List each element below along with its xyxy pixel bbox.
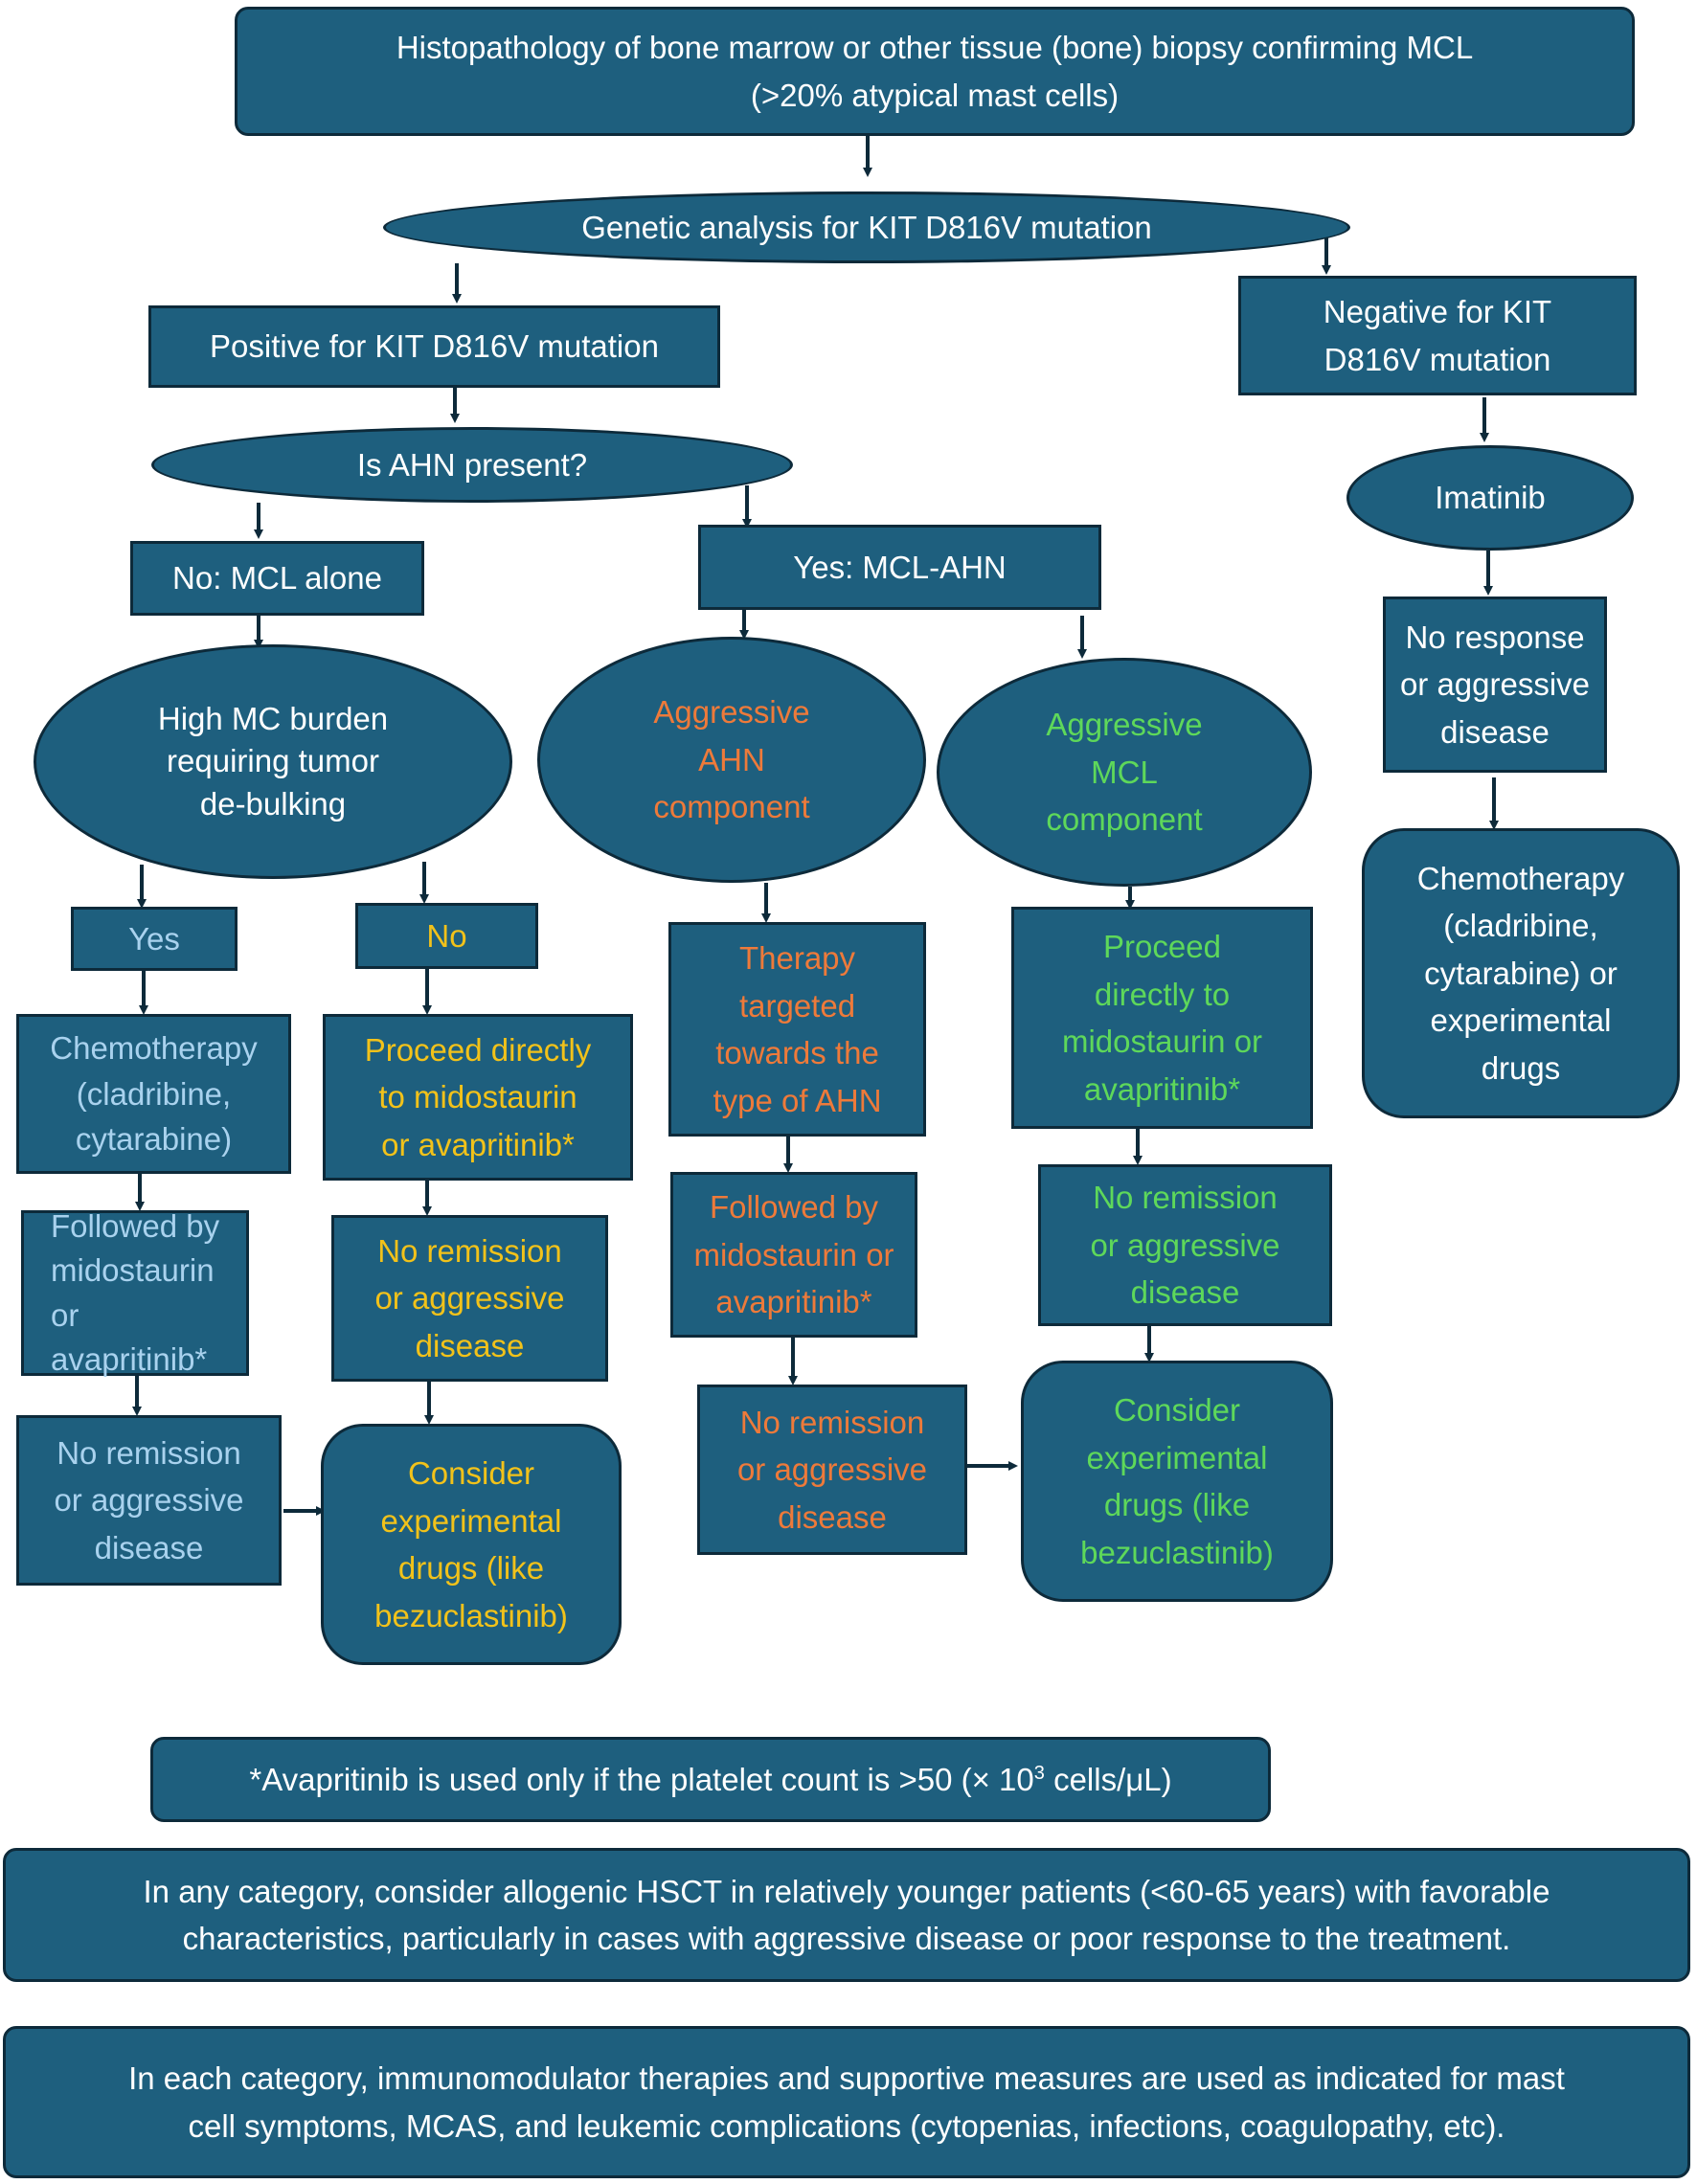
mcl-ahn-box: Yes: MCL-AHN: [698, 525, 1101, 610]
no-remission-orange-text: No remission or aggressive disease: [736, 1404, 928, 1535]
mcl-alone-text: No: MCL alone: [172, 560, 382, 597]
negative-mutation-text: Negative for KIT D816V mutation: [1323, 294, 1552, 377]
proceed-yellow-text: Proceed directly to midostaurin or avapr…: [364, 1031, 592, 1162]
no-remission-green-box: No remission or aggressive disease: [1038, 1164, 1332, 1326]
hsct-note-box: In any category, consider allogenic HSCT…: [3, 1848, 1690, 1982]
negative-chemo-text: Chemotherapy (cladribine, cytarabine) or…: [1416, 860, 1625, 1086]
positive-mutation-box: Positive for KIT D816V mutation: [148, 305, 720, 388]
ahn-question-ellipse: Is AHN present?: [151, 427, 793, 503]
therapy-targeted-box: Therapy targeted towards the type of AHN: [668, 922, 926, 1137]
aggressive-mcl-ellipse: Aggressive MCL component: [937, 658, 1312, 887]
mcl-alone-box: No: MCL alone: [130, 541, 424, 616]
immunomodulator-note-box: In each category, immunomodulator therap…: [3, 2026, 1690, 2178]
no-remission-green-text: No remission or aggressive disease: [1090, 1180, 1280, 1311]
consider-yellow-text: Consider experimental drugs (like bezucl…: [374, 1455, 568, 1633]
no-remission-blue-box: No remission or aggressive disease: [16, 1415, 282, 1586]
ahn-question-text: Is AHN present?: [356, 446, 588, 483]
therapy-targeted-text: Therapy targeted towards the type of AHN: [713, 940, 882, 1118]
negative-chemo-box: Chemotherapy (cladribine, cytarabine) or…: [1362, 828, 1680, 1118]
positive-mutation-text: Positive for KIT D816V mutation: [210, 328, 659, 365]
footnote-box: *Avapritinib is used only if the platele…: [150, 1737, 1271, 1822]
chemo-text: Chemotherapy (cladribine, cytarabine): [50, 1029, 258, 1158]
footnote-text: *Avapritinib is used only if the platele…: [249, 1761, 1172, 1797]
consider-green-box: Consider experimental drugs (like bezucl…: [1021, 1361, 1333, 1602]
mcl-ahn-text: Yes: MCL-AHN: [793, 549, 1007, 585]
aggressive-ahn-text: Aggressive AHN component: [653, 694, 810, 825]
high-mc-burden-text: High MC burden requiring tumor de-bulkin…: [157, 700, 389, 822]
followed-orange-box: Followed by midostaurin or avapritinib*: [670, 1172, 917, 1338]
genetic-analysis-text: Genetic analysis for KIT D816V mutation: [581, 209, 1152, 245]
aggressive-mcl-text: Aggressive MCL component: [1046, 707, 1203, 838]
no-box: No: [355, 903, 538, 969]
consider-yellow-box: Consider experimental drugs (like bezucl…: [321, 1424, 622, 1665]
proceed-yellow-box: Proceed directly to midostaurin or avapr…: [323, 1014, 633, 1181]
imatinib-ellipse: Imatinib: [1346, 445, 1634, 551]
genetic-analysis-ellipse: Genetic analysis for KIT D816V mutation: [383, 191, 1350, 263]
followed-by-box: Followed by midostaurin or avapritinib*: [21, 1208, 249, 1377]
high-mc-burden-ellipse: High MC burden requiring tumor de-bulkin…: [34, 644, 512, 879]
consider-green-text: Consider experimental drugs (like bezucl…: [1080, 1392, 1274, 1570]
yes-text: Yes: [128, 920, 180, 957]
no-remission-yellow-text: No remission or aggressive disease: [374, 1232, 565, 1363]
histopathology-box: Histopathology of bone marrow or other t…: [235, 7, 1635, 136]
no-remission-blue-text: No remission or aggressive disease: [54, 1434, 244, 1565]
imatinib-no-response-box: No response or aggressive disease: [1383, 597, 1607, 773]
proceed-green-box: Proceed directly to midostaurin or avapr…: [1011, 907, 1313, 1129]
no-text: No: [426, 917, 467, 954]
negative-mutation-box: Negative for KIT D816V mutation: [1238, 276, 1637, 395]
aggressive-ahn-ellipse: Aggressive AHN component: [537, 637, 926, 883]
immunomodulator-note-text: In each category, immunomodulator therap…: [128, 2060, 1565, 2144]
proceed-green-text: Proceed directly to midostaurin or avapr…: [1061, 929, 1263, 1107]
imatinib-text: Imatinib: [1435, 480, 1546, 516]
no-remission-yellow-box: No remission or aggressive disease: [331, 1215, 608, 1382]
chemo-box: Chemotherapy (cladribine, cytarabine): [16, 1014, 291, 1174]
no-remission-orange-box: No remission or aggressive disease: [697, 1385, 967, 1555]
followed-orange-text: Followed by midostaurin or avapritinib*: [693, 1189, 894, 1320]
hsct-note-text: In any category, consider allogenic HSCT…: [143, 1873, 1550, 1957]
histopathology-text: Histopathology of bone marrow or other t…: [396, 30, 1474, 113]
yes-box: Yes: [71, 907, 238, 971]
followed-by-text: Followed by midostaurin or avapritinib*: [51, 1208, 220, 1377]
imatinib-no-response-text: No response or aggressive disease: [1399, 619, 1591, 750]
